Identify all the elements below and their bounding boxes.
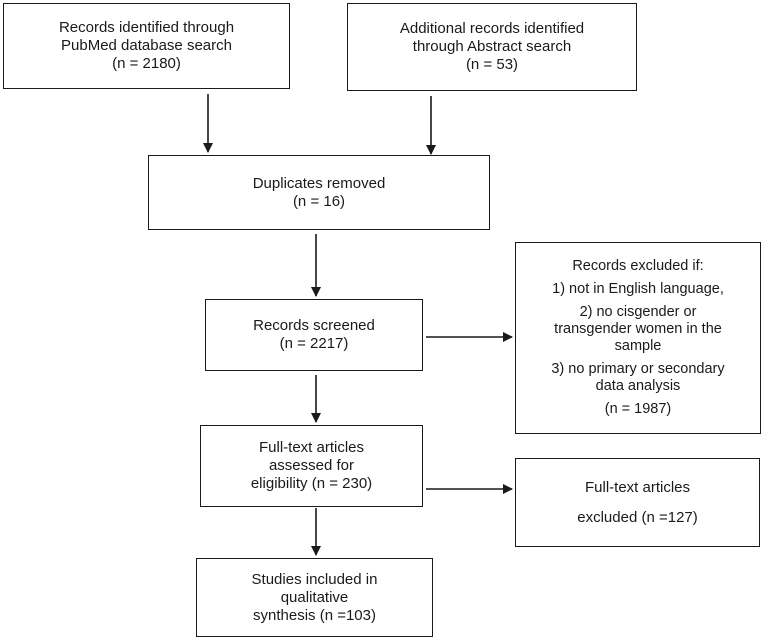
fulltext-line-3: eligibility (n = 230)	[250, 475, 373, 492]
abstract-count: (n = 53)	[465, 56, 519, 73]
fulltext-excluded-line-2: excluded (n =127)	[577, 508, 698, 526]
pubmed-count: (n = 2180)	[112, 55, 181, 72]
fulltext-excluded-line-1: Full-text articles	[584, 478, 691, 496]
included-line-2: qualitative	[280, 588, 349, 606]
excluded-criterion-1: 1) not in English language,	[552, 281, 724, 297]
box-records-screened: Records screened (n = 2217)	[205, 299, 423, 371]
criterion-3-line-2: data analysis	[595, 378, 681, 394]
excluded-heading: Records excluded if:	[572, 258, 704, 274]
box-records-excluded: Records excluded if: 1) not in English l…	[515, 242, 761, 434]
abstract-line-1: Additional records identified	[399, 20, 585, 37]
included-line-1: Studies included in	[251, 570, 378, 588]
included-line-3: synthesis (n =103)	[253, 606, 376, 624]
box-fulltext-excluded: Full-text articles excluded (n =127)	[515, 458, 760, 547]
excluded-criterion-3: 3) no primary or secondary data analysis	[551, 361, 724, 395]
fulltext-line-1: Full-text articles	[258, 439, 365, 456]
excluded-criterion-2: 2) no cisgender or transgender women in …	[554, 304, 722, 355]
box-duplicates-removed: Duplicates removed (n = 16)	[148, 155, 490, 230]
box-fulltext-assessed: Full-text articles assessed for eligibil…	[200, 425, 423, 507]
pubmed-line-1: Records identified through	[58, 19, 235, 36]
box-abstract-records: Additional records identified through Ab…	[347, 3, 637, 91]
screened-count: (n = 2217)	[279, 335, 349, 352]
excluded-count: (n = 1987)	[604, 401, 672, 417]
criterion-2-line-1: 2) no cisgender or	[579, 304, 697, 320]
box-studies-included: Studies included in qualitative synthesi…	[196, 558, 433, 637]
criterion-2-line-2: transgender women in the	[554, 321, 722, 337]
abstract-line-2: through Abstract search	[412, 38, 572, 55]
fulltext-line-2: assessed for	[268, 457, 355, 474]
pubmed-line-2: PubMed database search	[61, 37, 232, 54]
criterion-3-line-1: 3) no primary or secondary	[551, 361, 725, 377]
box-pubmed-records: Records identified through PubMed databa…	[3, 3, 290, 89]
duplicates-count: (n = 16)	[292, 192, 346, 210]
criterion-2-line-3: sample	[614, 338, 662, 354]
screened-label: Records screened	[253, 317, 375, 334]
duplicates-label: Duplicates removed	[252, 174, 386, 192]
